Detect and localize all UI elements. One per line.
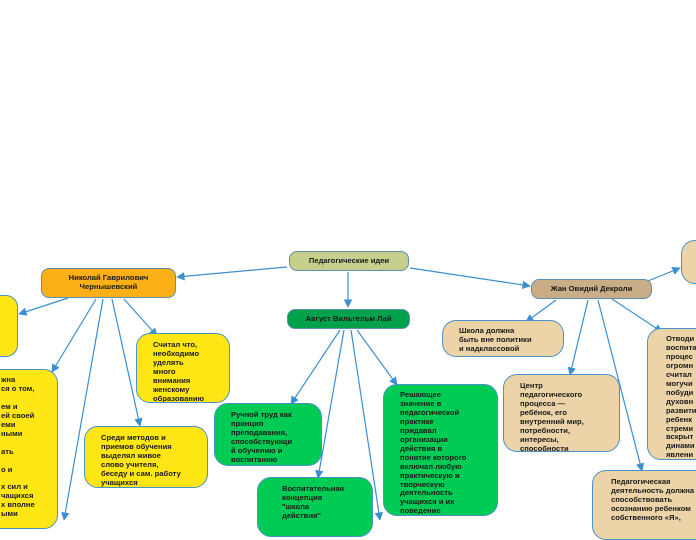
- root-label: Педагогические идеи: [308, 255, 390, 265]
- edge-decroly-to-cutoff-top: [647, 266, 681, 282]
- idea-decroly-politics-text: Школа должна быть вне политики и надклас…: [459, 326, 532, 353]
- edge-decroly-to-activity: [597, 299, 645, 472]
- branch-chernyshevsky[interactable]: Николай Гаврилович Чернышевский: [41, 268, 176, 298]
- edge-chernyshevsky-to-bottom-left: [61, 298, 104, 520]
- root-node[interactable]: Педагогические идеи: [289, 251, 409, 271]
- idea-decroly-partial[interactable]: Отводи воспита процес огромн считал могу…: [647, 328, 696, 460]
- idea-chernyshevsky-methods-text: Среди методов и приемов обучения выделял…: [101, 433, 181, 487]
- edge-chernyshevsky-to-women: [123, 298, 158, 337]
- edge-root-to-decroly: [409, 267, 531, 290]
- connector-lines: [18, 266, 681, 520]
- branch-chernyshevsky-label: Николай Гаврилович Чернышевский: [68, 273, 149, 291]
- idea-chernyshevsky-cutoff-top[interactable]: [0, 295, 18, 357]
- edge-lai-to-school: [315, 329, 345, 479]
- edge-group: [18, 266, 681, 520]
- branch-lai[interactable]: Август Вильгельм Лай: [287, 309, 410, 329]
- idea-lai-action[interactable]: Решающее значение в педагогической практ…: [383, 384, 498, 516]
- edge-decroly-to-center: [567, 299, 589, 376]
- idea-lai-handwork[interactable]: Ручной труд как принцип преподавания, сп…: [214, 403, 322, 466]
- idea-decroly-center-text: Центр педагогического процесса — ребёнок…: [520, 381, 584, 452]
- edge-chernyshevsky-to-partial: [51, 298, 97, 373]
- idea-chernyshevsky-partial[interactable]: жна ся о том, ем и ей своей еми ными ать…: [0, 369, 58, 529]
- edge-decroly-to-partial: [611, 298, 663, 333]
- edge-chernyshevsky-to-methods: [111, 298, 143, 427]
- idea-lai-school-text: Воспитательная концепция "школа действия…: [282, 484, 345, 520]
- edge-lai-to-handwork: [290, 329, 341, 405]
- idea-decroly-politics[interactable]: Школа должна быть вне политики и надклас…: [442, 320, 564, 357]
- idea-lai-action-text: Решающее значение в педагогической практ…: [400, 390, 467, 516]
- edge-decroly-to-politics: [525, 299, 557, 323]
- idea-lai-school[interactable]: Воспитательная концепция "школа действия…: [257, 477, 373, 537]
- branch-decroly-label: Жан Овидий Декроли: [550, 283, 633, 293]
- branch-decroly[interactable]: Жан Овидий Декроли: [531, 279, 652, 299]
- idea-chernyshevsky-methods[interactable]: Среди методов и приемов обучения выделял…: [84, 426, 208, 488]
- idea-decroly-partial-text: Отводи воспита процес огромн считал могу…: [666, 334, 696, 460]
- idea-chernyshevsky-women[interactable]: Считал что, необходимо уделять много вни…: [136, 333, 230, 403]
- edge-chernyshevsky-to-cutoff-top: [18, 297, 69, 316]
- idea-lai-handwork-text: Ручной труд как принцип преподавания, сп…: [231, 410, 293, 464]
- idea-decroly-cutoff-top[interactable]: [681, 240, 696, 284]
- idea-chernyshevsky-partial-text: жна ся о том, ем и ей своей еми ными ать…: [1, 375, 35, 519]
- branch-lai-label: Август Вильгельм Лай: [305, 313, 392, 323]
- idea-decroly-activity-text: Педагогическая деятельность должна спосо…: [611, 477, 695, 522]
- idea-decroly-activity[interactable]: Педагогическая деятельность должна спосо…: [592, 470, 696, 540]
- edge-lai-to-bottom: [350, 329, 384, 520]
- edge-root-to-chernyshevsky: [176, 266, 288, 281]
- idea-decroly-center[interactable]: Центр педагогического процесса — ребёнок…: [503, 374, 620, 452]
- idea-chernyshevsky-women-text: Считал что, необходимо уделять много вни…: [153, 340, 205, 403]
- edge-lai-to-action: [356, 329, 398, 386]
